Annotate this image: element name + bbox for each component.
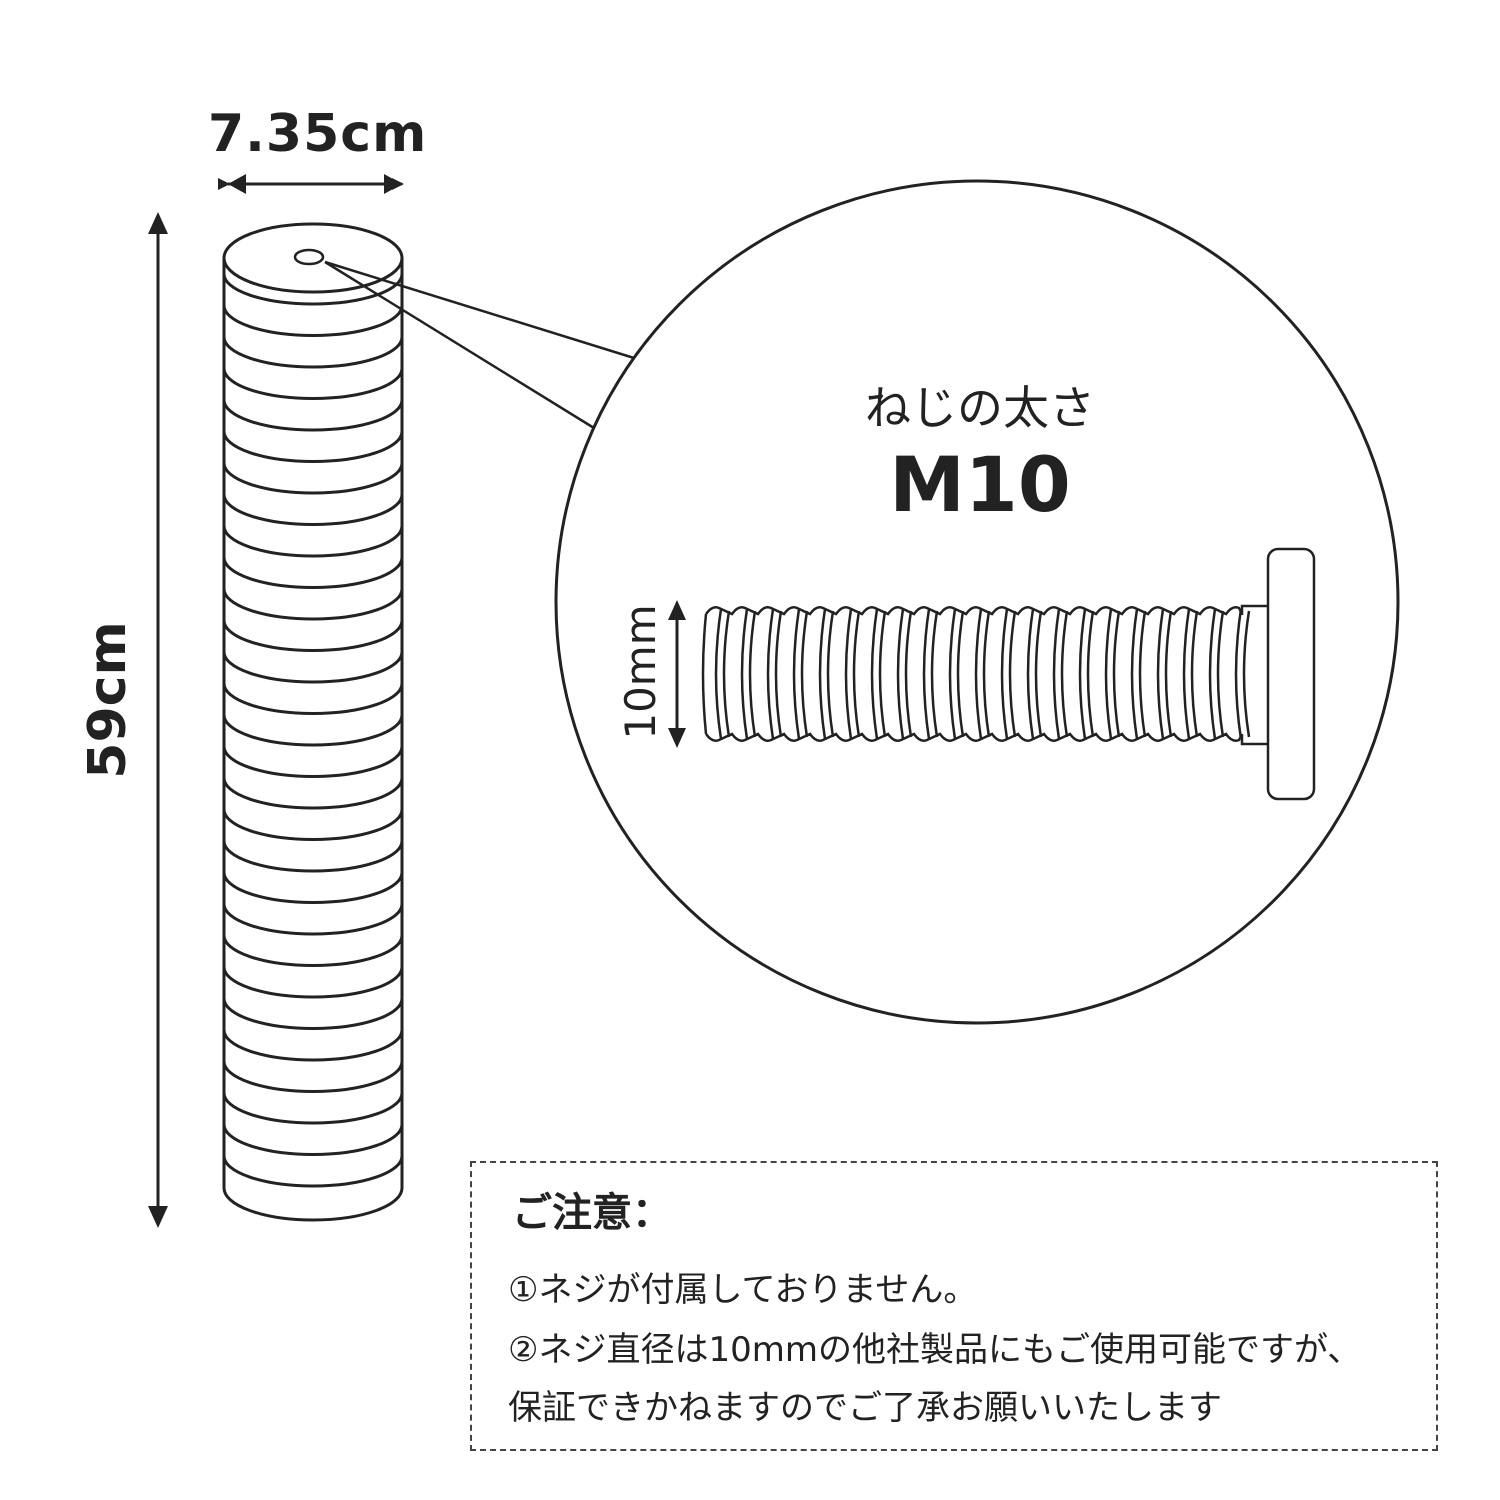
bolt-thread-crest (1104, 608, 1113, 740)
thread-ring (222, 809, 404, 841)
thread-ring (222, 872, 404, 904)
thread-ring (222, 966, 404, 999)
bolt-thread-crest (1000, 608, 1009, 740)
diameter-label: 10mm (616, 604, 665, 740)
bolt-thread-crest (844, 608, 853, 740)
bolt-thread-crest (1234, 608, 1243, 740)
bolt-thread-crest (1164, 610, 1173, 738)
thread-ring (222, 431, 404, 463)
thread-ring (222, 998, 404, 1030)
notice-heading: ご注意： (512, 1190, 672, 1236)
bolt-thread-crest (1130, 608, 1139, 740)
bolt-thread-crest (1026, 608, 1035, 740)
thread-ring (222, 273, 404, 306)
thread-ring (222, 525, 404, 558)
bolt-thread-crest (956, 610, 965, 738)
bolt-thread-crest (1086, 610, 1095, 738)
thread-ring (222, 746, 404, 778)
bolt-thread-crest (930, 610, 939, 738)
thread-ring (222, 1029, 404, 1062)
cylinder-post (222, 222, 404, 1222)
thread-ring (222, 462, 404, 495)
bolt-thread-crest (714, 608, 723, 740)
bolt-thread-crest (1078, 608, 1087, 740)
notice-box: ご注意： ①ネジが付属しておりません。 ②ネジ直径は10mmの他社製品にもご使用… (470, 1161, 1438, 1451)
bolt-thread-crest (766, 608, 775, 740)
thread-ring (222, 1092, 404, 1125)
bolt-thread-crest (1060, 610, 1069, 738)
bolt-thread-crest (870, 608, 879, 740)
bolt-thread-crest (1182, 608, 1191, 740)
thread-ring (222, 651, 404, 684)
screw-hole (293, 248, 325, 266)
notice-line: ①ネジが付属しておりません。 (508, 1270, 978, 1310)
bolt-thread-crest (800, 610, 809, 738)
thread-ring (222, 777, 404, 810)
bolt-thread-crest (922, 608, 931, 740)
bolt-thread-crest (818, 608, 827, 740)
bolt-thread-crest (1052, 608, 1061, 740)
width-dimension-label: 7.35cm (208, 104, 428, 164)
thread-ring (222, 399, 404, 432)
bolt-thread-crest (722, 610, 731, 738)
bolt-thread-crest (852, 610, 861, 738)
bolt-thread-crest (748, 610, 757, 738)
bolt-thread-crest (974, 608, 983, 740)
thread-ring (222, 620, 404, 652)
leader-line-top (324, 260, 635, 360)
bolt-thread-crest (896, 608, 905, 740)
thread-ring (222, 557, 404, 589)
thread-ring (222, 840, 404, 873)
bolt-illustration (701, 547, 1316, 801)
thread-ring (222, 714, 404, 747)
thread-size-title: ねじの太さ (865, 381, 1095, 435)
notice-line: ②ネジ直径は10mmの他社製品にもご使用可能ですが、 (508, 1330, 1362, 1370)
bolt-thread-crest (1216, 610, 1225, 738)
bolt-thread-end (701, 613, 708, 735)
cylinder-thread-rings (222, 273, 404, 1188)
bolt-thread-crest (826, 610, 835, 738)
thread-ring (222, 1155, 404, 1188)
bolt-thread-crest (1242, 610, 1251, 738)
thread-ring (222, 494, 404, 526)
thread-ring (222, 588, 404, 621)
magnified-detail-circle (554, 179, 1400, 1025)
bolt-thread-crest (1138, 610, 1147, 738)
bolt-thread-crest (878, 610, 887, 738)
thread-ring (222, 368, 404, 400)
thread-ring (222, 336, 404, 369)
bolt-thread-crest (774, 610, 783, 738)
bolt-thread-crest (982, 610, 991, 738)
thread-ring (222, 683, 404, 715)
thread-ring (222, 305, 404, 337)
bolt-thread-crest (1008, 610, 1017, 738)
bolt-thread-crest (740, 608, 749, 740)
bolt-thread-crest (1156, 608, 1165, 740)
bolt-thread-crest (1112, 610, 1121, 738)
bolt-thread-crest (792, 608, 801, 740)
bolt-thread-crest (904, 610, 913, 738)
bolt-thread-crest (1034, 610, 1043, 738)
thread-size-spec: M10 (889, 440, 1071, 529)
bolt-thread-crest (1208, 608, 1217, 740)
thread-ring (222, 1124, 404, 1156)
thread-ring (222, 935, 404, 967)
notice-line: 保証できかねますのでご了承お願いいたします (508, 1388, 1222, 1428)
leader-line-bottom (324, 260, 595, 430)
bolt-thread-crest (948, 608, 957, 740)
bolt-thread-edge (704, 606, 1244, 616)
thread-ring (222, 903, 404, 936)
bolt-thread-crest (1190, 610, 1199, 738)
bolt-thread-edge (704, 732, 1244, 742)
thread-ring (222, 1061, 404, 1093)
